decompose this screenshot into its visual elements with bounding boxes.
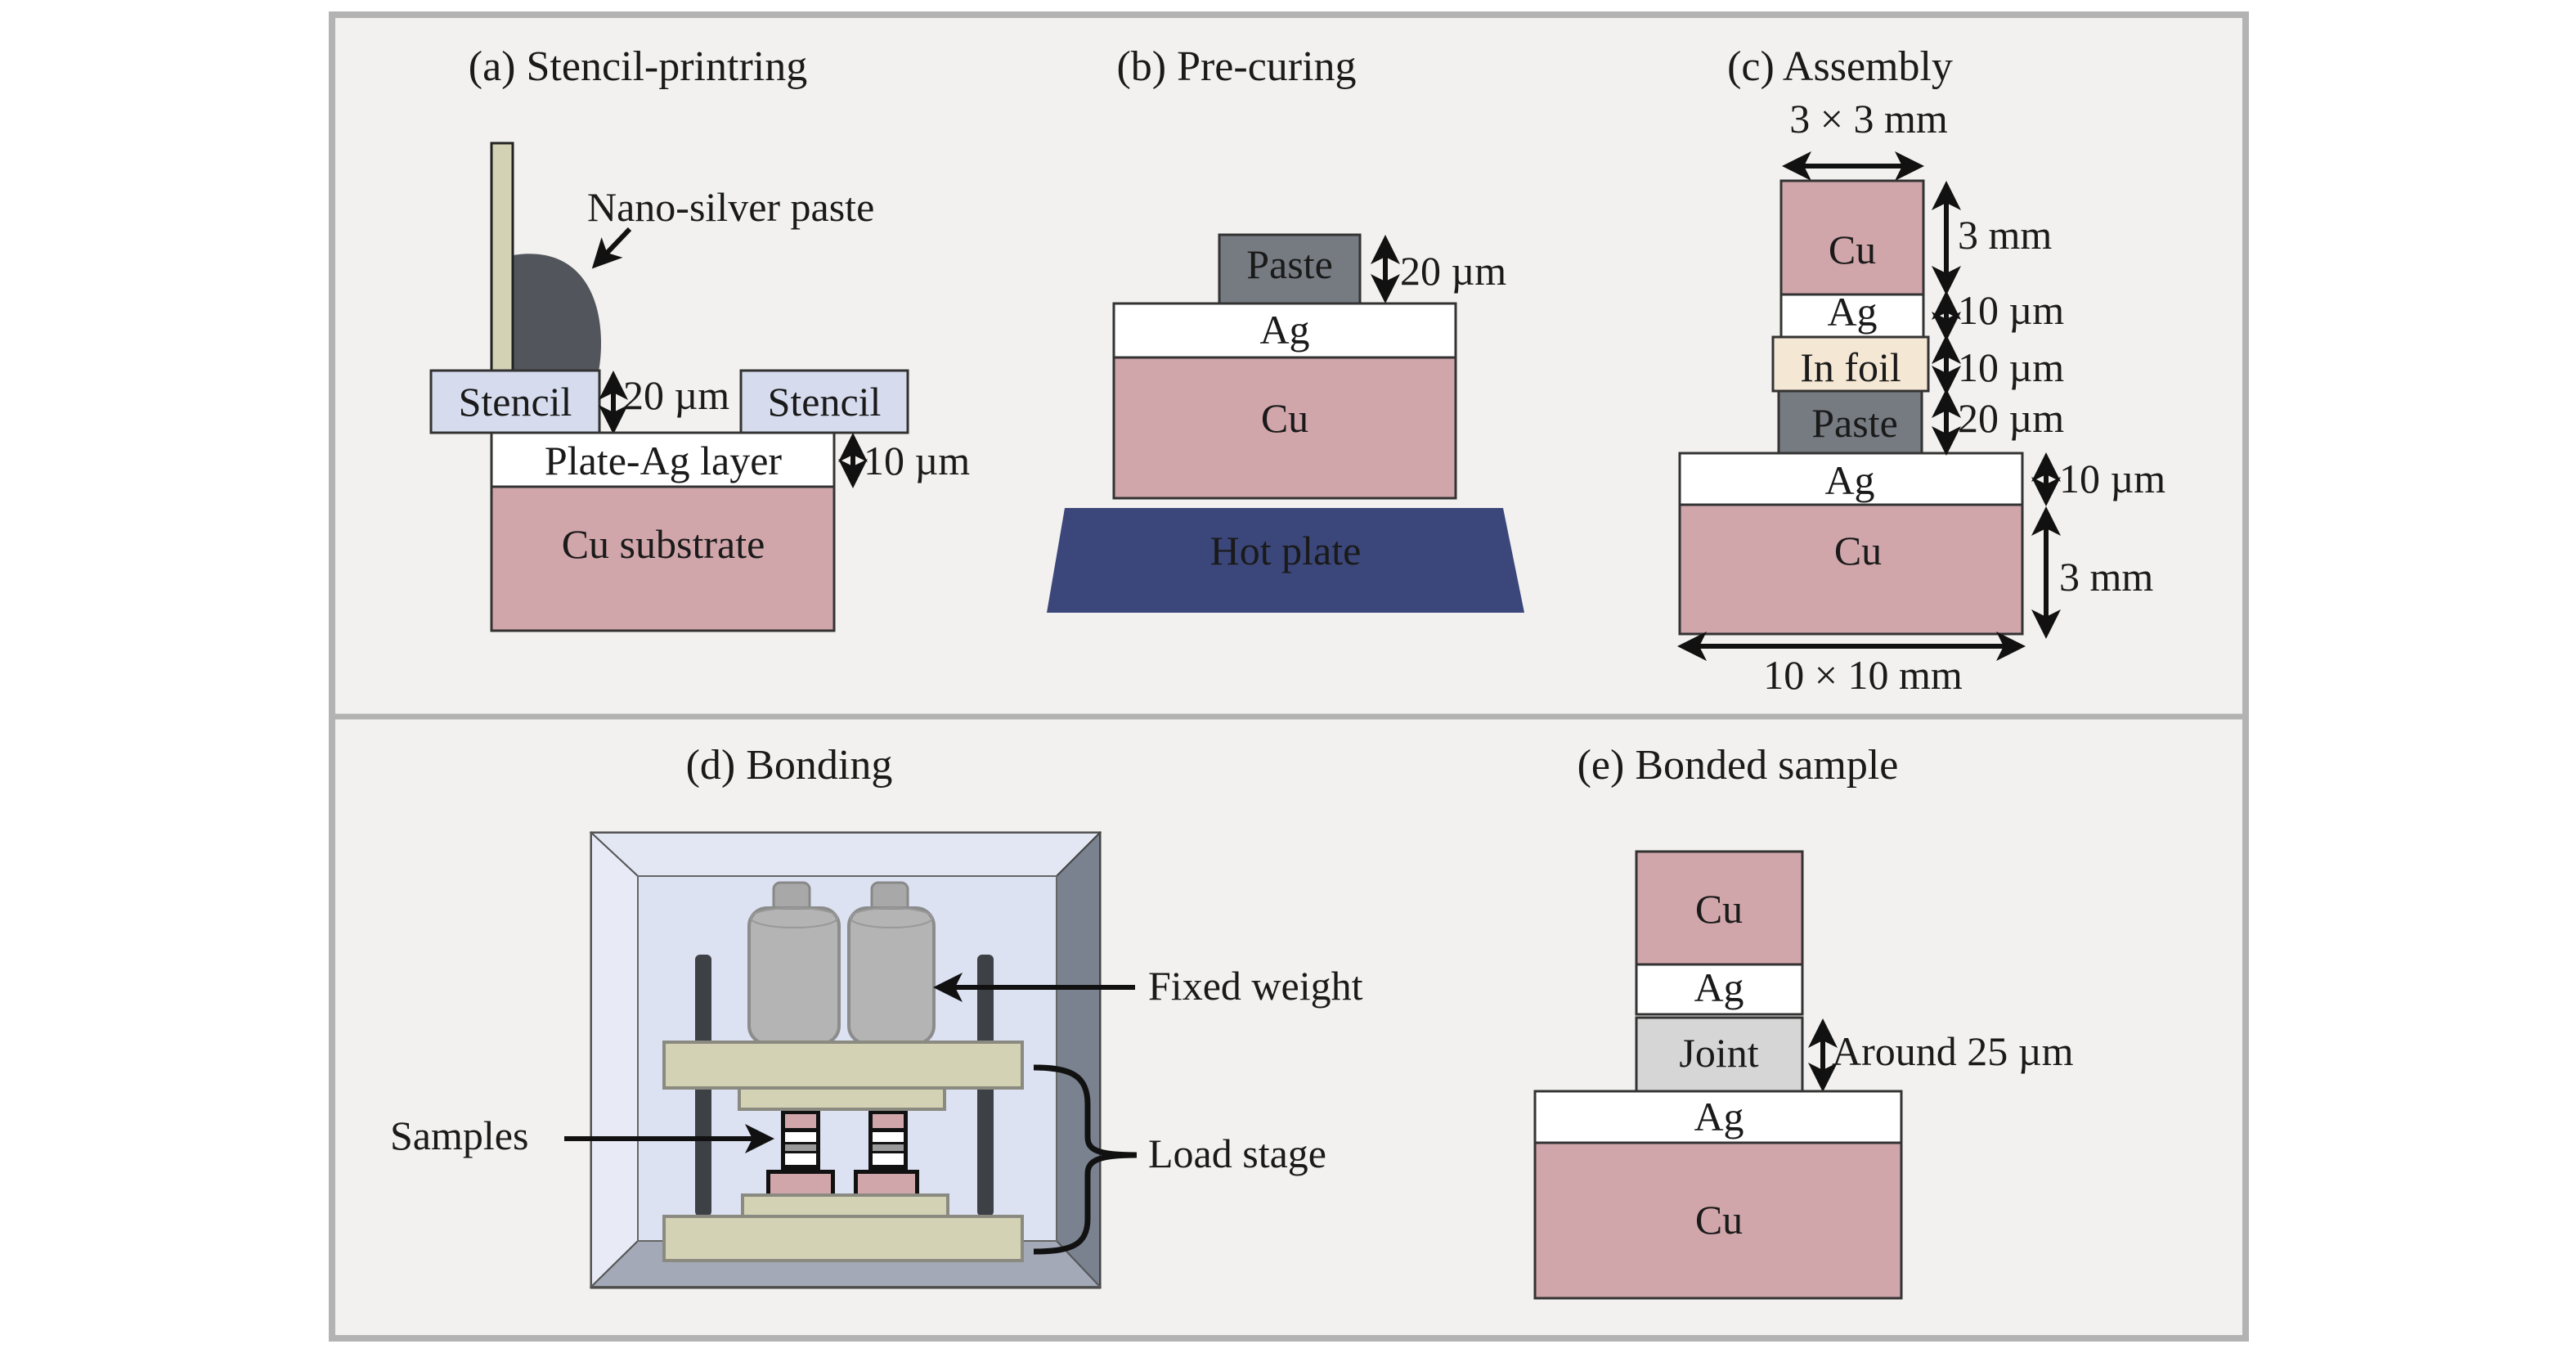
in-foil-label: In foil bbox=[1800, 344, 1901, 390]
joint-thickness-label: Around 25 µm bbox=[1832, 1028, 2074, 1074]
cu-substrate bbox=[490, 485, 836, 632]
load-stage-brace bbox=[1033, 1064, 1138, 1255]
paste-thickness-label: 20 µm bbox=[1400, 248, 1506, 294]
samples-label: Samples bbox=[390, 1113, 528, 1158]
panel-c-assembly: (c) Assembly 3 × 3 mm Cu Ag In foil Past… bbox=[1677, 43, 2165, 698]
ag-bottom-label-e: Ag bbox=[1694, 1094, 1744, 1139]
in-foil-thickness-label: 10 µm bbox=[1958, 344, 2064, 390]
plate-ag-label: Plate-Ag layer bbox=[545, 438, 783, 483]
panel-e-bonded-sample: (e) Bonded sample Cu Ag Joint Around 25 … bbox=[1533, 742, 2074, 1300]
load-stage-label: Load stage bbox=[1148, 1130, 1326, 1176]
cu-top-label-e: Cu bbox=[1695, 886, 1743, 932]
plate-ag-thickness-label: 10 µm bbox=[864, 438, 970, 483]
fixed-weight-right bbox=[847, 881, 936, 1045]
joint-label: Joint bbox=[1679, 1030, 1758, 1076]
plate-ag-layer bbox=[490, 431, 836, 488]
panel-b-title: (b) Pre-curing bbox=[1116, 43, 1356, 90]
paste-thickness-label-c: 20 µm bbox=[1958, 395, 2064, 441]
ag-layer bbox=[1112, 302, 1457, 359]
ag-top-e bbox=[1635, 963, 1804, 1016]
paste-label-c: Paste bbox=[1811, 400, 1898, 446]
joint-layer bbox=[1635, 1016, 1804, 1093]
cu-top-thickness-label: 3 mm bbox=[1958, 212, 2052, 258]
squeegee-blade bbox=[490, 142, 514, 372]
stencil-thickness-label: 20 µm bbox=[623, 372, 729, 418]
nano-paste-pointer-arrow bbox=[591, 227, 632, 269]
cu-top-e bbox=[1635, 850, 1804, 966]
cu-bottom bbox=[1678, 503, 2024, 636]
cu-substrate-label: Cu substrate bbox=[562, 521, 765, 567]
paste-label: Paste bbox=[1246, 241, 1333, 287]
lower-load-plate bbox=[662, 1215, 1024, 1262]
top-size-label: 3 × 3 mm bbox=[1789, 96, 1948, 142]
fixed-weight-left bbox=[747, 881, 841, 1045]
panel-c-title: (c) Assembly bbox=[1727, 43, 1953, 90]
stencil-right-label: Stencil bbox=[768, 379, 882, 425]
cu-bottom-e bbox=[1533, 1141, 1903, 1300]
ag-top-thickness-label: 10 µm bbox=[1958, 287, 2064, 333]
ag-top-label-e: Ag bbox=[1694, 964, 1744, 1010]
cu-label: Cu bbox=[1261, 395, 1308, 441]
ag-bottom-thickness-label: 10 µm bbox=[2059, 456, 2165, 501]
paste-layer bbox=[1218, 233, 1362, 305]
hot-plate-label: Hot plate bbox=[1210, 528, 1362, 573]
cu-bottom-label: Cu bbox=[1834, 528, 1882, 573]
panel-e-title: (e) Bonded sample bbox=[1577, 742, 1899, 789]
cu-block bbox=[1112, 356, 1457, 500]
nano-silver-paste-label: Nano-silver paste bbox=[587, 184, 874, 230]
lower-press-block bbox=[741, 1193, 949, 1218]
ag-bottom-label: Ag bbox=[1824, 457, 1874, 503]
panel-b-pre-curing: (b) Pre-curing Paste 20 µm Ag Cu Hot pla… bbox=[1047, 43, 1524, 613]
ag-label: Ag bbox=[1259, 307, 1309, 353]
panel-a-title: (a) Stencil-printring bbox=[469, 43, 807, 90]
cu-bottom-thickness-label: 3 mm bbox=[2059, 554, 2153, 600]
panel-d-bonding: (d) Bonding bbox=[390, 742, 1363, 1289]
ag-bottom-e bbox=[1533, 1090, 1903, 1144]
bottom-size-label: 10 × 10 mm bbox=[1763, 652, 1963, 698]
sample-stack-left bbox=[766, 1111, 835, 1198]
stencil-right bbox=[739, 369, 909, 434]
ag-top-label: Ag bbox=[1827, 289, 1877, 335]
upper-load-plate bbox=[662, 1041, 1024, 1090]
panel-d-title: (d) Bonding bbox=[686, 742, 893, 789]
stencil-left-label: Stencil bbox=[459, 379, 572, 425]
hot-plate bbox=[1047, 508, 1524, 613]
upper-press-block bbox=[738, 1086, 946, 1111]
cu-bottom-label-e: Cu bbox=[1695, 1197, 1743, 1243]
sample-stack-right bbox=[854, 1111, 919, 1198]
ag-bottom bbox=[1678, 452, 2024, 506]
cu-top-label: Cu bbox=[1829, 227, 1876, 272]
ag-top bbox=[1779, 293, 1925, 339]
fixed-weight-label: Fixed weight bbox=[1148, 963, 1363, 1009]
panel-a-stencil-printing: (a) Stencil-printring Nano-silver paste … bbox=[429, 43, 970, 632]
